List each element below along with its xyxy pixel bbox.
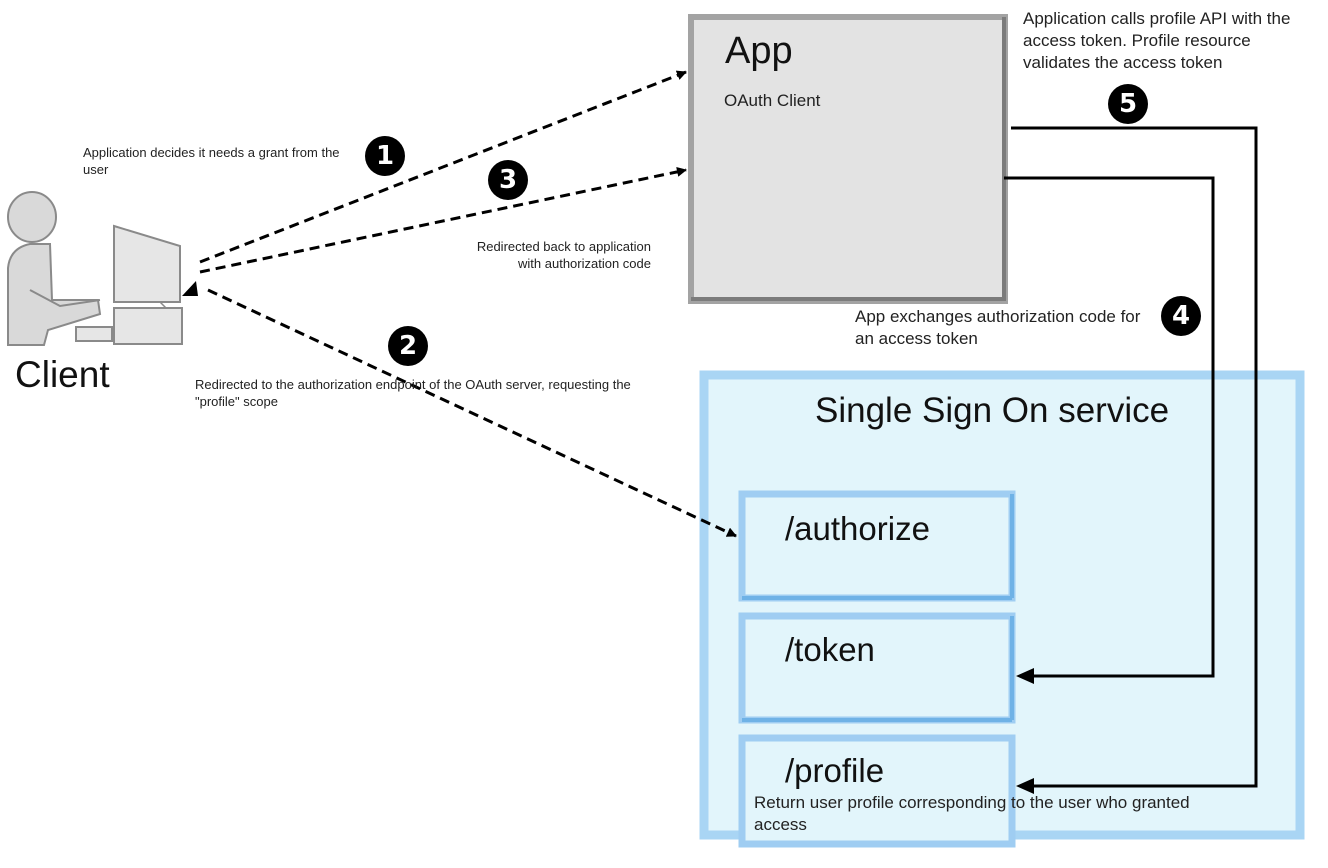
endpoint-token-box [738, 612, 1016, 724]
app-subtitle: OAuth Client [724, 91, 821, 110]
flow-arrowhead-profile [1016, 778, 1034, 794]
step-5-note: Application calls profile API with the a… [1023, 9, 1291, 72]
client-figure [7, 191, 183, 346]
step-1-note: Application decides it needs a grant fro… [83, 145, 340, 177]
step-2-badge: 2 [388, 326, 428, 366]
flow-arrow-step-2 [207, 288, 737, 538]
app-title: App [725, 30, 793, 72]
endpoint-profile-label: /profile [785, 752, 885, 789]
profile-return-note: Return user profile corresponding to the… [754, 793, 1190, 834]
endpoint-profile-box [738, 734, 1016, 848]
step-4-note: App exchanges authorization code for an … [855, 307, 1141, 348]
step-4-badge: 4 [1161, 296, 1201, 336]
flow-arrow-step-5 [1011, 126, 1258, 788]
flow-arrowhead-to-client [182, 281, 198, 296]
client-label: Client [15, 354, 110, 395]
flow-arrow-step-1 [199, 70, 687, 264]
flow-arrow-step-3 [199, 166, 687, 274]
step-2-note: Redirected to the authorization endpoint… [195, 377, 631, 409]
endpoint-authorize-box [738, 490, 1016, 602]
endpoint-authorize-label: /authorize [785, 510, 930, 547]
step-3-note: Redirected back to application with auth… [476, 239, 651, 271]
sso-title: Single Sign On service [815, 391, 1170, 430]
flow-arrowhead-token [1016, 668, 1034, 684]
step-3-badge: 3 [488, 160, 528, 200]
step-5-badge: 5 [1108, 84, 1148, 124]
step-1-badge: 1 [365, 136, 405, 176]
app-box [688, 14, 1008, 304]
endpoint-token-label: /token [785, 631, 875, 668]
flow-arrow-step-4 [1004, 176, 1215, 678]
